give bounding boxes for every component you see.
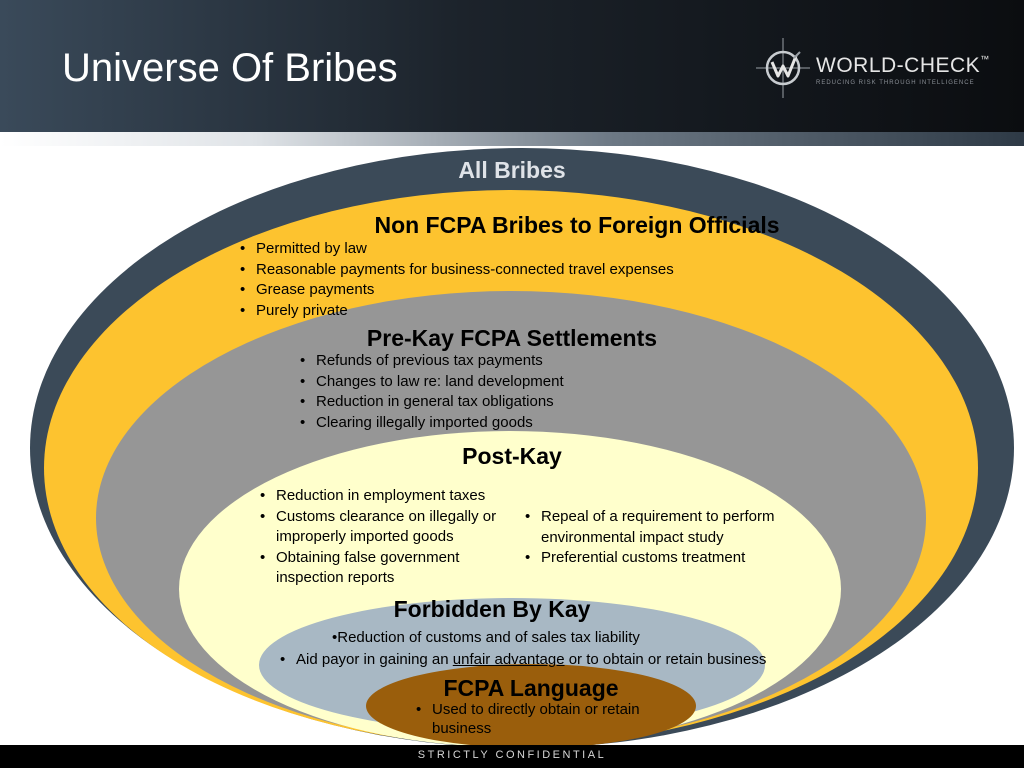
logo-tagline: REDUCING RISK THROUGH INTELLIGENCE: [816, 80, 975, 86]
slide-title: Universe Of Bribes: [62, 46, 398, 90]
list-item: Purely private: [236, 301, 674, 322]
world-check-logo: WORLD-CHECK™ REDUCING RISK THROUGH INTEL…: [752, 36, 1002, 100]
forbidden-line-1: •Reduction of customs and of sales tax l…: [332, 629, 640, 646]
list-item: Preferential customs treatment: [521, 548, 821, 569]
logo-wordmark: WORLD-CHECK™: [816, 54, 990, 77]
world-check-emblem-icon: [756, 38, 810, 98]
unfair-advantage-text: unfair advantage: [452, 651, 565, 668]
list-item: Changes to law re: land development: [296, 372, 564, 393]
fcpa-language-label: FCPA Language: [443, 675, 619, 701]
list-item: Reduction in general tax obligations: [296, 392, 564, 413]
confidential-footer: STRICTLY CONFIDENTIAL: [0, 745, 1024, 768]
list-item: Reasonable payments for business-connect…: [236, 260, 674, 281]
list-item: Aid payor in gaining an unfair advantage…: [276, 650, 776, 671]
slide-header: [0, 0, 1024, 132]
list-item: Customs clearance on illegally or improp…: [256, 507, 526, 548]
non-fcpa-list: Permitted by law Reasonable payments for…: [236, 239, 674, 321]
forbidden-by-kay-label: Forbidden By Kay: [393, 596, 591, 622]
header-strip: [0, 132, 1024, 146]
list-item: Reduction in employment taxes: [256, 486, 526, 507]
fcpa-language-list: Used to directly obtain or retain busine…: [412, 700, 642, 738]
pre-kay-list: Refunds of previous tax payments Changes…: [296, 351, 564, 433]
list-item: Refunds of previous tax payments: [296, 351, 564, 372]
list-item: Permitted by law: [236, 239, 674, 260]
post-kay-label: Post-Kay: [462, 443, 562, 469]
list-item: Repeal of a requirement to perform envir…: [521, 507, 821, 548]
pre-kay-label: Pre-Kay FCPA Settlements: [366, 325, 658, 351]
list-item: Used to directly obtain or retain busine…: [412, 700, 642, 738]
non-fcpa-label: Non FCPA Bribes to Foreign Officials: [374, 212, 780, 238]
list-item: Grease payments: [236, 280, 674, 301]
list-item: Obtaining false government inspection re…: [256, 548, 526, 589]
post-kay-list-left: Reduction in employment taxes Customs cl…: [256, 486, 526, 589]
post-kay-list-right: Repeal of a requirement to perform envir…: [521, 507, 821, 569]
list-item: Clearing illegally imported goods: [296, 413, 564, 434]
footer-text: STRICTLY CONFIDENTIAL: [417, 749, 607, 761]
all-bribes-label: All Bribes: [458, 157, 566, 183]
forbidden-list: Aid payor in gaining an unfair advantage…: [276, 650, 776, 671]
